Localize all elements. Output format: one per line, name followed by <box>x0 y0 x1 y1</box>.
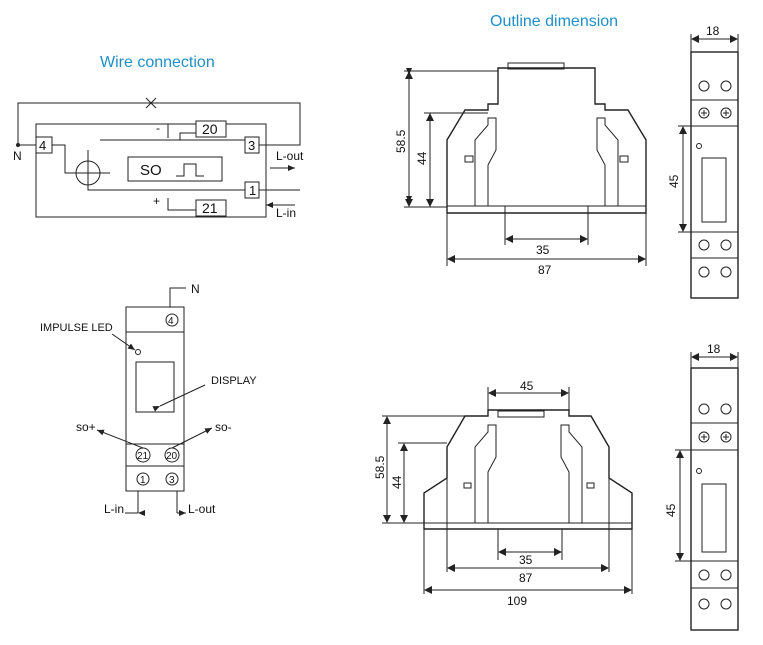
front-l-in-label: L-in <box>104 502 124 516</box>
wiring-diagram: N 4 20 - SO 21 + 3 1 L-out L-i <box>13 97 304 220</box>
so-output-block <box>127 156 223 182</box>
front-view: N 4 IMPULSE LED DISPLAY 21 20 so+ so- 1 … <box>40 282 257 516</box>
so-minus-sign: - <box>156 121 160 135</box>
dim-bottom-side-height: 45 <box>664 503 678 517</box>
front-terminal-3-label: 3 <box>169 475 175 486</box>
wiring-terminal-3-label: 3 <box>248 138 255 153</box>
dim-bottom-top-width: 45 <box>520 379 534 393</box>
dim-bottom-height-total: 58.5 <box>373 455 387 479</box>
front-terminal-21-label: 21 <box>137 451 149 462</box>
wiring-terminal-21 <box>195 199 227 217</box>
dim-bottom-height-body: 44 <box>390 475 404 489</box>
so-plus-sign: + <box>153 194 160 208</box>
dim-bottom-width-total: 109 <box>507 594 527 608</box>
impulse-led-icon <box>135 349 141 355</box>
pulse-symbol <box>176 163 204 177</box>
front-terminal-4 <box>165 313 179 327</box>
so-label: SO <box>140 162 162 179</box>
profile-outline-109 <box>423 409 633 530</box>
wiring-terminal-4-label: 4 <box>39 138 46 153</box>
display-label: DISPLAY <box>211 375 257 387</box>
side-profile-109: 45 58.5 44 35 87 109 <box>373 379 633 608</box>
profile-outline-87 <box>446 67 647 214</box>
display-window <box>135 361 175 413</box>
so-plus-label: so+ <box>76 420 96 434</box>
narrow-front-top: 18 45 <box>667 24 739 299</box>
side-profile-87: 58.5 44 35 87 <box>394 62 647 277</box>
dim-bottom-side-width: 18 <box>707 342 721 356</box>
front-terminal-1-label: 1 <box>140 475 146 486</box>
cross-mark <box>145 97 157 109</box>
narrow-front-top-body <box>690 51 739 299</box>
front-terminal-4-label: 4 <box>168 316 174 327</box>
dim-bottom-rail: 35 <box>519 553 533 567</box>
narrow-front-bottom-body <box>690 367 739 631</box>
dim-top-height-total: 58.5 <box>394 129 408 153</box>
wiring-terminal-20 <box>195 120 227 138</box>
so-minus-label: so- <box>215 420 232 434</box>
outline-dimension-heading: Outline dimension <box>490 13 618 30</box>
wiring-l-out-label: L-out <box>276 149 304 163</box>
front-terminal-1 <box>136 472 150 486</box>
front-body <box>125 306 185 492</box>
dim-top-width: 87 <box>538 263 552 277</box>
dim-top-rail: 35 <box>536 243 550 257</box>
dim-top-side-width: 18 <box>706 24 720 38</box>
wiring-terminal-1-label: 1 <box>249 183 256 198</box>
wiring-n-label: N <box>13 149 22 163</box>
front-terminal-3 <box>165 472 179 486</box>
front-n-label: N <box>191 282 200 296</box>
wiring-terminal-21-label: 21 <box>202 200 218 216</box>
impulse-led-label: IMPULSE LED <box>40 322 113 334</box>
narrow-front-bottom: 18 45 <box>664 342 739 631</box>
front-terminal-20-label: 20 <box>166 451 178 462</box>
wiring-l-in-label: L-in <box>276 206 296 220</box>
dim-top-side-height: 45 <box>667 174 681 188</box>
dim-top-height-body: 44 <box>415 151 429 165</box>
wire-connection-heading: Wire connection <box>100 54 215 71</box>
front-l-out-label: L-out <box>188 502 216 516</box>
dim-bottom-width-inner: 87 <box>519 571 533 585</box>
wiring-terminal-20-label: 20 <box>202 121 218 137</box>
wiring-enclosure <box>35 123 267 218</box>
